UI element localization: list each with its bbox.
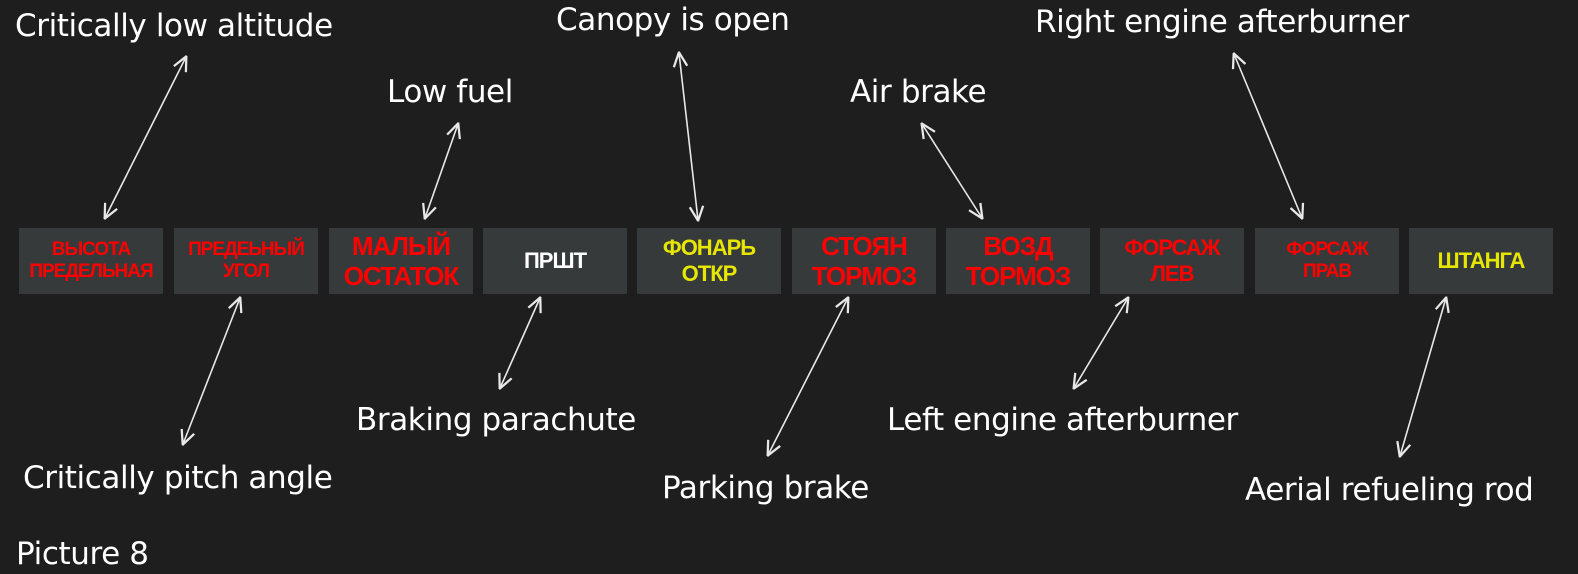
label-air-brake: Air brake xyxy=(850,74,987,110)
arrow-braking-parachute xyxy=(500,298,540,388)
panel-text-line2: ПРЕДЕЛЬНАЯ xyxy=(29,261,153,282)
panel-text-line1: ФОРСАЖ xyxy=(1286,239,1368,260)
panel-text-line1: ПРЕДЕЬНЫЙ xyxy=(188,239,305,260)
panel-text-line1: МАЛЫЙ xyxy=(351,231,451,261)
arrow-air-brake xyxy=(922,124,982,218)
arrow-aerial-refueling-rod xyxy=(1400,298,1446,456)
panel-text-line2: ТОРМОЗ xyxy=(965,261,1072,291)
panel-text-line2: ТОРМОЗ xyxy=(811,261,918,291)
panel-text-line2: ОТКР xyxy=(681,261,738,286)
arrow-critically-low-altitude xyxy=(105,57,186,218)
arrow-left-engine-afterburner xyxy=(1074,298,1128,388)
panel-text-line1: ВЫСОТА xyxy=(51,239,131,260)
arrow-critically-pitch-angle xyxy=(183,298,240,444)
label-canopy-is-open: Canopy is open xyxy=(556,2,790,38)
panel-text-line2: ЛЕВ xyxy=(1150,261,1195,286)
label-aerial-refueling-rod: Aerial refueling rod xyxy=(1245,472,1534,508)
caption: Picture 8 xyxy=(16,536,149,572)
panel-vozd-tormoz: ВОЗД ТОРМОЗ xyxy=(946,228,1090,294)
label-parking-brake: Parking brake xyxy=(662,470,869,506)
label-critically-pitch-angle: Critically pitch angle xyxy=(23,460,333,496)
panel-fonar-otkr: ФОНАРЬ ОТКР xyxy=(637,228,781,294)
panel-text-line2: ОСТАТОК xyxy=(343,261,459,291)
panel-text-line1: ШТАНГА xyxy=(1437,248,1526,273)
label-braking-parachute: Braking parachute xyxy=(356,402,636,438)
panel-text-line1: ВОЗД xyxy=(983,231,1053,261)
panel-predelny-ugol: ПРЕДЕЬНЫЙ УГОЛ xyxy=(174,228,318,294)
panel-forsazh-prav: ФОРСАЖ ПРАВ xyxy=(1255,228,1399,294)
arrow-right-engine-afterburner xyxy=(1234,54,1302,218)
label-low-fuel: Low fuel xyxy=(387,74,513,110)
panel-text-line1: ФОРСАЖ xyxy=(1124,235,1220,260)
panel-vysota-predelnaya: ВЫСОТА ПРЕДЕЛЬНАЯ xyxy=(19,228,163,294)
label-left-engine-afterburner: Left engine afterburner xyxy=(887,402,1238,438)
label-critically-low-altitude: Critically low altitude xyxy=(15,8,333,44)
arrow-low-fuel xyxy=(425,124,458,218)
panel-text-line1: СТОЯН xyxy=(821,231,908,261)
arrow-parking-brake xyxy=(768,298,848,455)
panel-shtanga: ШТАНГА xyxy=(1409,228,1553,294)
panel-maly-ostatok: МАЛЫЙ ОСТАТОК xyxy=(329,228,473,294)
panel-text-line2: УГОЛ xyxy=(223,261,270,282)
panel-prsht: ПРШТ xyxy=(483,228,627,294)
label-right-engine-afterburner: Right engine afterburner xyxy=(1035,4,1409,40)
panel-text-line1: ФОНАРЬ xyxy=(662,235,756,260)
panel-forsazh-lev: ФОРСАЖ ЛЕВ xyxy=(1100,228,1244,294)
panel-text-line2: ПРАВ xyxy=(1302,261,1352,282)
panel-text-line1: ПРШТ xyxy=(523,248,587,273)
panel-stoyan-tormoz: СТОЯН ТОРМОЗ xyxy=(792,228,936,294)
arrow-canopy-is-open xyxy=(679,53,698,220)
